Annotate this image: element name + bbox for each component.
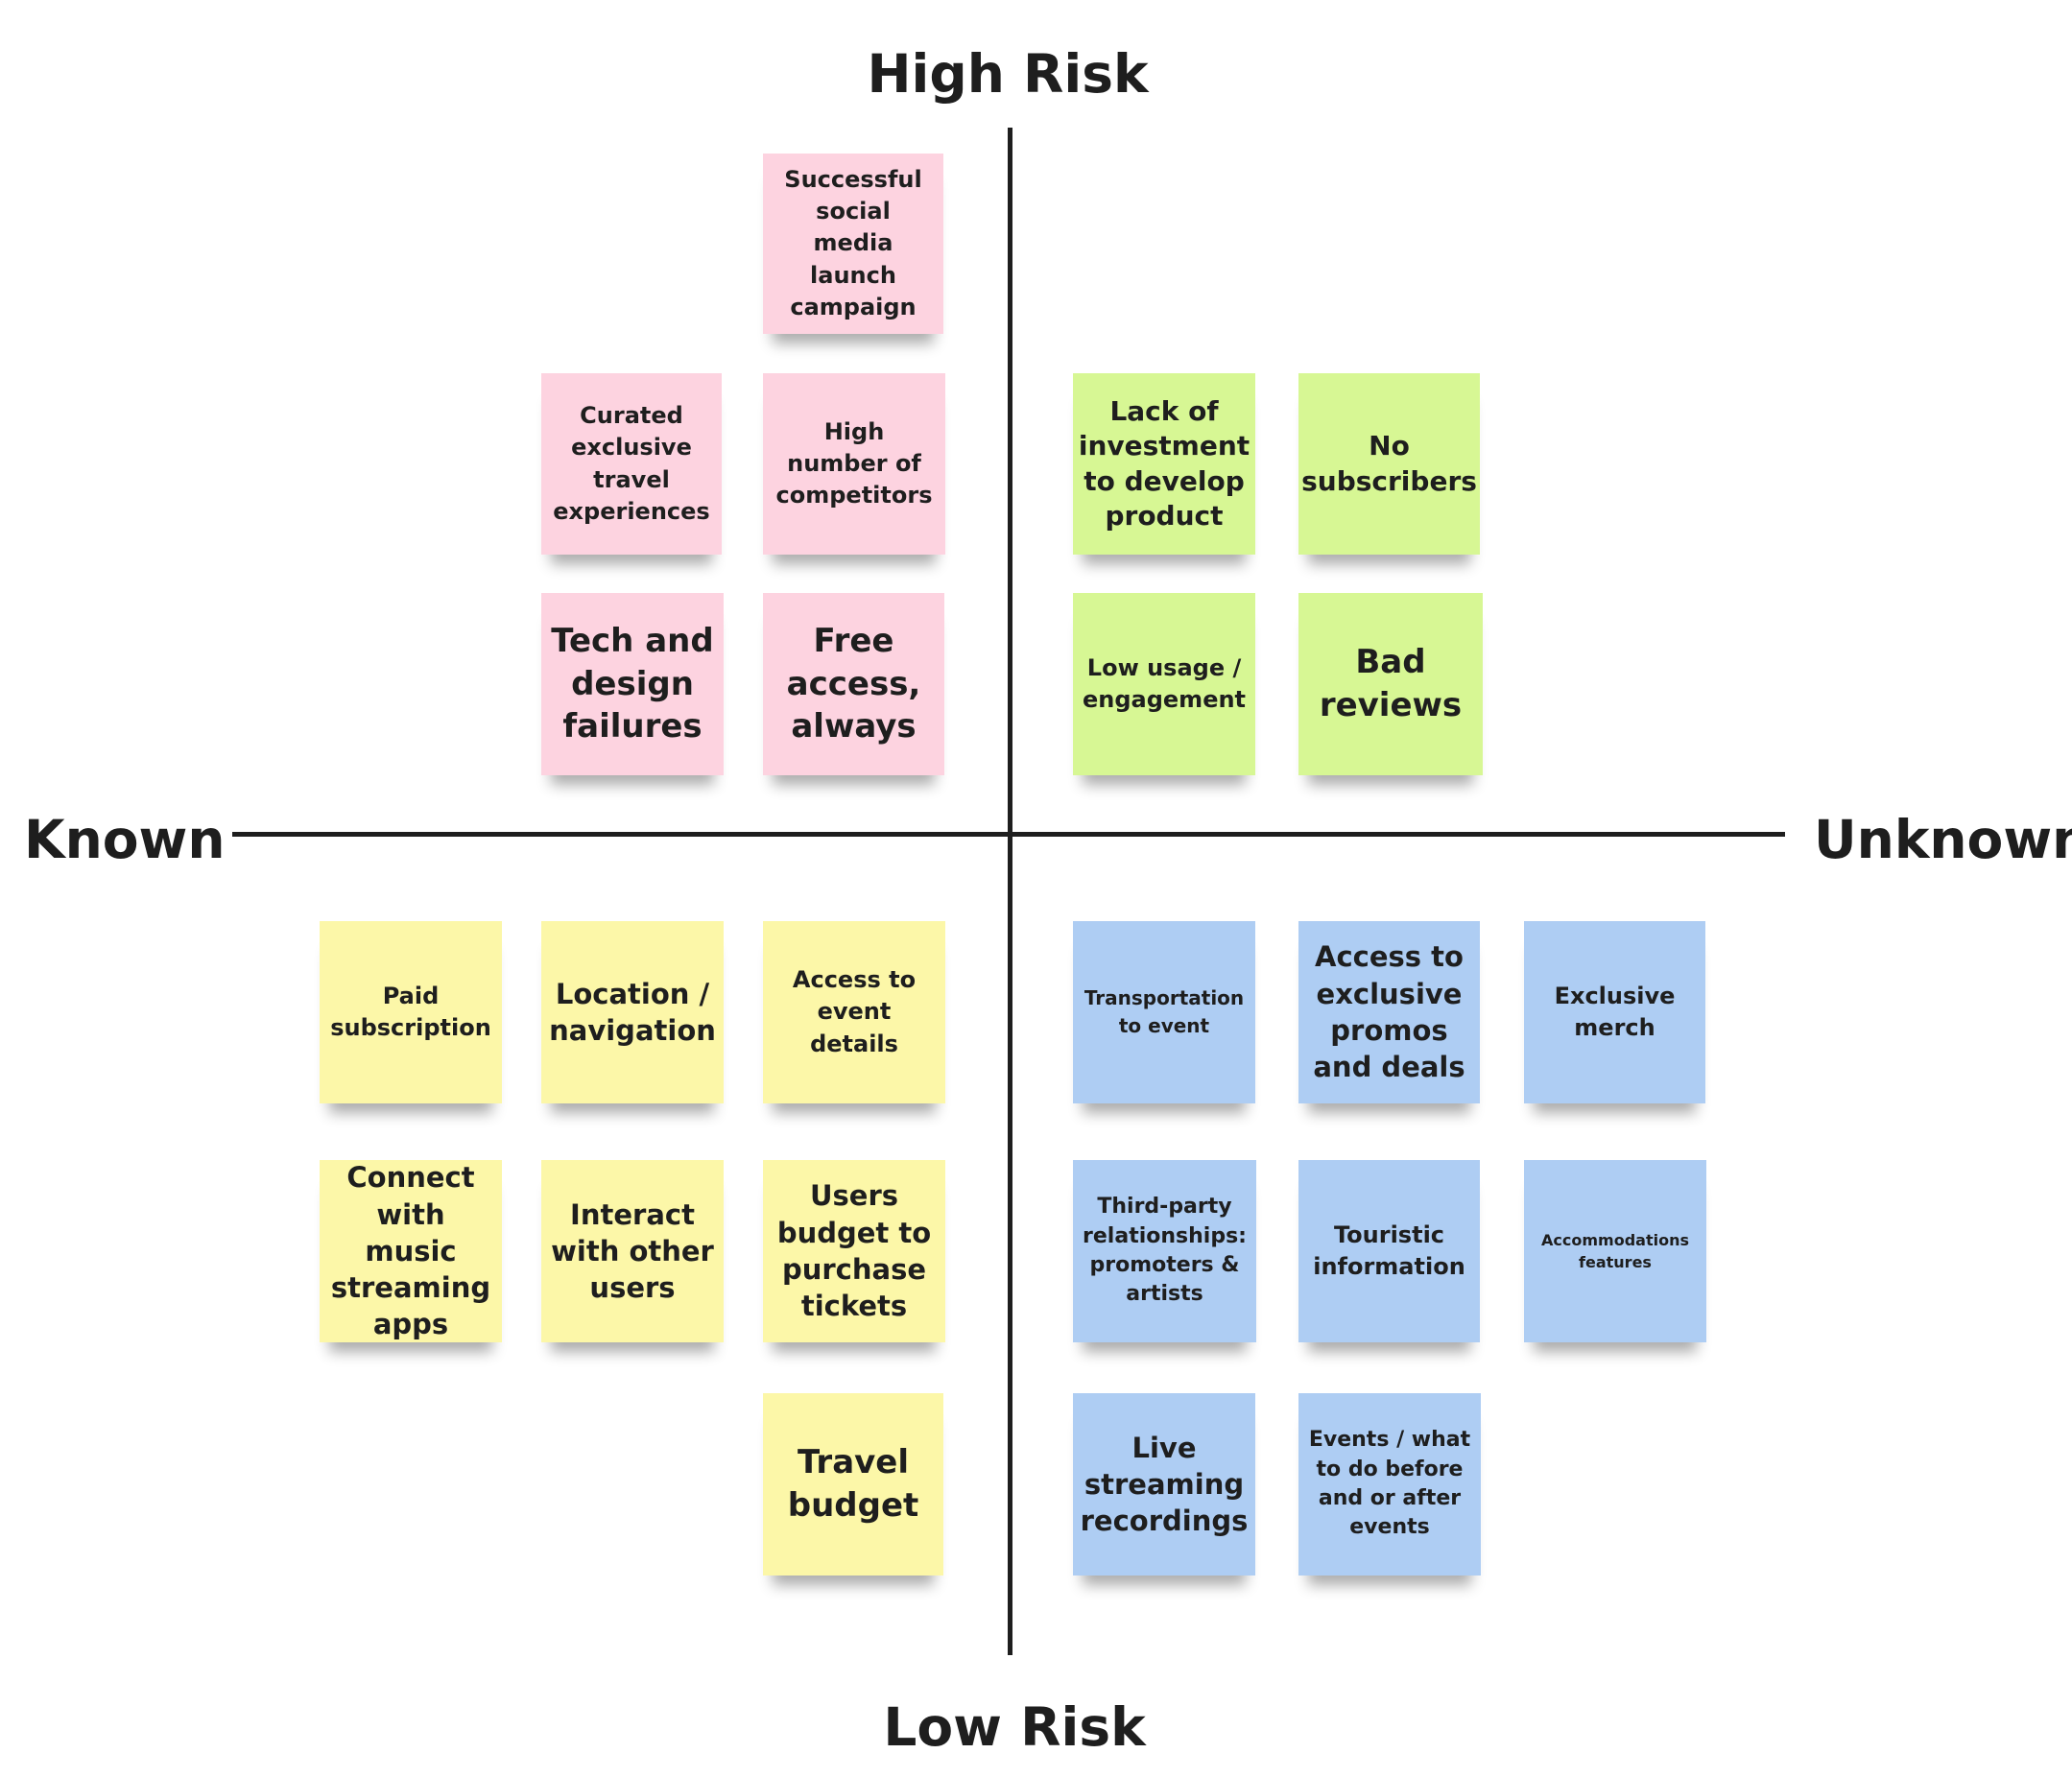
- sticky-note[interactable]: Users budget to purchase tickets: [763, 1160, 945, 1342]
- sticky-note[interactable]: Access to event details: [763, 921, 945, 1103]
- sticky-note[interactable]: Connect with music streaming apps: [320, 1160, 502, 1342]
- sticky-note[interactable]: Paid subscription: [320, 921, 502, 1103]
- sticky-note[interactable]: Low usage / engagement: [1073, 593, 1255, 775]
- sticky-note[interactable]: Lack of investment to develop product: [1073, 373, 1255, 555]
- sticky-note[interactable]: Travel budget: [763, 1393, 943, 1576]
- sticky-note[interactable]: Touristic information: [1298, 1160, 1480, 1342]
- sticky-note[interactable]: Exclusive merch: [1524, 921, 1705, 1103]
- sticky-note[interactable]: Free access, always: [763, 593, 944, 775]
- vertical-axis-line: [1008, 128, 1012, 1655]
- axis-label-known: Known: [24, 809, 226, 870]
- sticky-note[interactable]: No subscribers: [1298, 373, 1480, 555]
- sticky-note[interactable]: Interact with other users: [541, 1160, 724, 1342]
- axis-label-unknown: Unknown: [1814, 809, 2072, 870]
- sticky-note[interactable]: Curated exclusive travel experiences: [541, 373, 722, 555]
- sticky-note[interactable]: Accommodations features: [1524, 1160, 1706, 1342]
- sticky-note[interactable]: Location / navigation: [541, 921, 724, 1103]
- sticky-note[interactable]: Bad reviews: [1298, 593, 1483, 775]
- sticky-note[interactable]: Access to exclusive promos and deals: [1298, 921, 1480, 1103]
- sticky-note[interactable]: Successful social media launch campaign: [763, 154, 943, 334]
- sticky-note[interactable]: Live streaming recordings: [1073, 1393, 1255, 1576]
- axis-label-low-risk: Low Risk: [883, 1696, 1146, 1758]
- sticky-note[interactable]: High number of competitors: [763, 373, 945, 555]
- axis-label-high-risk: High Risk: [867, 43, 1149, 105]
- sticky-note[interactable]: Events / what to do before and or after …: [1298, 1393, 1481, 1576]
- sticky-note[interactable]: Tech and design failures: [541, 593, 724, 775]
- horizontal-axis-line: [232, 832, 1785, 837]
- sticky-note[interactable]: Transportation to event: [1073, 921, 1255, 1103]
- sticky-note[interactable]: Third-party relationships: promoters & a…: [1073, 1160, 1256, 1342]
